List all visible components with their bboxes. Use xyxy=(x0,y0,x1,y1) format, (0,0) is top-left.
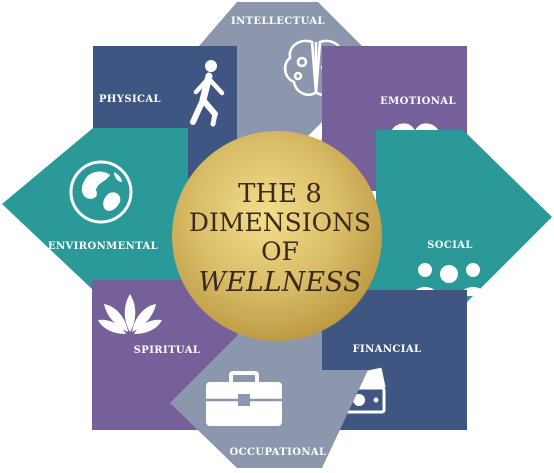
title-line-4: WELLNESS xyxy=(198,267,361,298)
lotus-icon xyxy=(98,294,162,334)
financial-label: FINANCIAL xyxy=(353,344,422,355)
intellectual-label: INTELLECTUAL xyxy=(231,16,325,27)
title-line-2: DIMENSIONS xyxy=(189,208,371,237)
center-circle xyxy=(172,131,382,341)
physical-label: PHYSICAL xyxy=(99,94,161,105)
briefcase-icon xyxy=(206,371,282,426)
walking-person-icon xyxy=(190,60,225,127)
emotional-label: EMOTIONAL xyxy=(380,96,456,107)
occupational-label: OCCUPATIONAL xyxy=(230,447,327,458)
social-label: SOCIAL xyxy=(427,240,473,251)
center-title: THE 8 DIMENSIONS OF WELLNESS xyxy=(189,179,371,298)
spiritual-label: SPIRITUAL xyxy=(134,345,201,356)
dimension-occupational: OCCUPATIONAL xyxy=(170,306,368,468)
environmental-label: ENVIRONMENTAL xyxy=(48,241,158,252)
title-line-1: THE 8 xyxy=(238,179,322,209)
globe-icon xyxy=(69,160,133,224)
title-line-3: OF xyxy=(261,237,299,266)
